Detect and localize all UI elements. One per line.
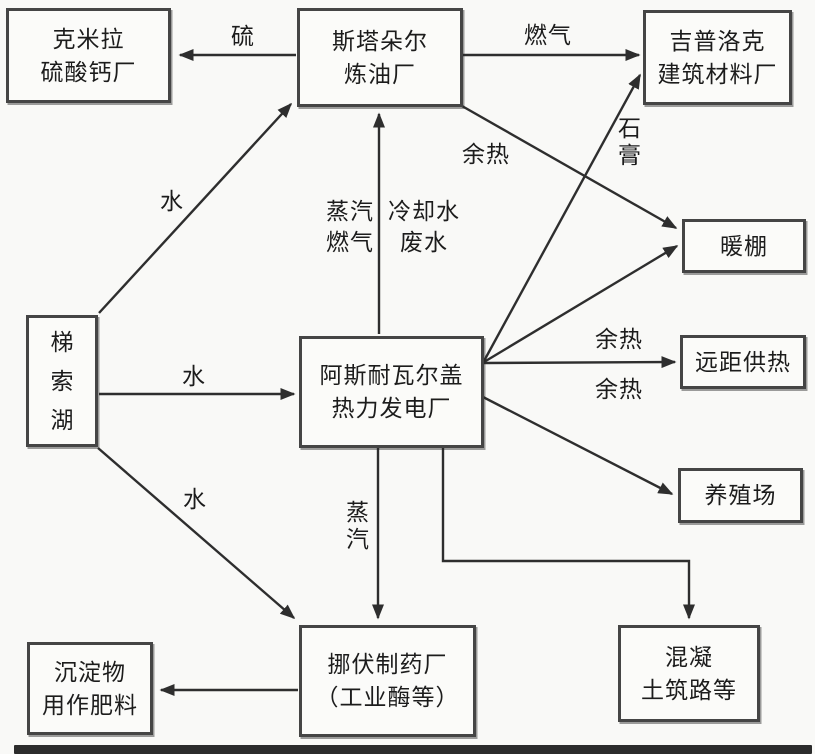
edge-lake-to-refinery — [98, 102, 293, 314]
label-waste-heat-district: 余热 — [595, 327, 643, 352]
node-novo-pharmaceutical-plant: 挪伏制药厂 （工业酶等） — [299, 625, 476, 737]
edge-refinery-to-greenhouse — [461, 104, 678, 230]
label-waste-heat-farm: 余热 — [595, 377, 643, 402]
node-kemira-calcium-sulfate-plant: 克米拉 硫酸钙厂 — [6, 8, 171, 103]
node-lake-tisso-label: 梯索湖 — [50, 329, 74, 433]
edge-lake-to-novo — [97, 447, 296, 619]
edge-power-plant-to-concrete — [441, 448, 695, 620]
node-sediment-as-fertilizer: 沉淀物 用作肥料 — [27, 642, 153, 735]
label-water-to-novo: 水 — [183, 487, 207, 512]
node-statoil-refinery: 斯塔朵尔 炼油厂 — [297, 8, 463, 107]
label-water-to-power-plant: 水 — [182, 364, 206, 389]
edge-power-plant-to-gyproc — [482, 73, 642, 362]
label-steam-gas: 蒸汽 燃气 — [326, 199, 374, 255]
node-farm: 养殖场 — [678, 468, 803, 523]
edge-power-plant-to-greenhouse — [483, 244, 679, 364]
node-greenhouse: 暖棚 — [682, 219, 806, 273]
label-waste-heat-refinery: 余热 — [462, 142, 510, 167]
label-cooling-waste-water: 冷却水 废水 — [388, 199, 460, 255]
label-water-to-refinery: 水 — [160, 189, 184, 214]
label-gypsum: 石膏 — [618, 116, 641, 168]
label-steam: 蒸汽 — [346, 500, 369, 552]
bottom-border-bar — [14, 745, 812, 754]
label-sulfur: 硫 — [231, 24, 255, 49]
edge-power-plant-to-farm — [482, 395, 674, 496]
node-lake-tisso: 梯索湖 — [26, 315, 98, 447]
node-gyproc-building-materials-plant: 吉普洛克 建筑材料厂 — [643, 10, 792, 105]
node-asnaes-thermal-power-plant: 阿斯耐瓦尔盖 热力发电厂 — [299, 336, 484, 448]
edge-power-plant-to-district-heating — [483, 356, 677, 369]
node-district-heating: 远距供热 — [680, 335, 806, 389]
node-concrete-road-building: 混凝 土筑路等 — [618, 625, 760, 722]
label-gas: 燃气 — [524, 23, 572, 48]
